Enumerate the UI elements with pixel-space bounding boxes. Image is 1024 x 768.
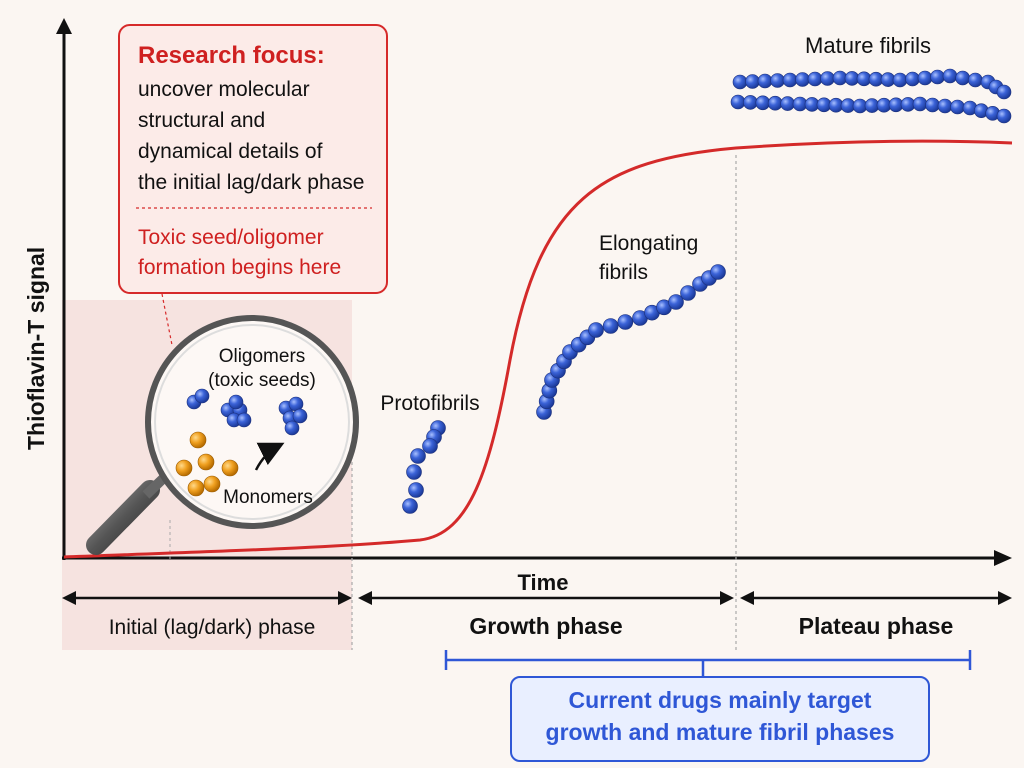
elongating-label-line-2: fibrils — [599, 261, 648, 284]
monomer-bead — [221, 459, 239, 477]
mature-fibril-bead — [755, 95, 771, 111]
mature-fibril-bead — [730, 94, 746, 110]
mature-fibril-bead — [968, 72, 983, 88]
mature-fibril-bead — [925, 97, 940, 113]
aggregation-curve — [63, 139, 1013, 559]
oligomer-bead — [228, 394, 244, 410]
elongating-fibril-bead — [602, 318, 619, 334]
callout-body-line-1: uncover molecular — [138, 78, 310, 101]
oligomers-label-line-1: Oligomers — [219, 346, 306, 367]
initial-phase-label: Initial (lag/dark) phase — [109, 616, 316, 639]
elongating-fibril-bead — [668, 294, 684, 310]
callout-heading: Research focus: — [138, 42, 325, 69]
protofibril-bead — [410, 448, 426, 464]
magnifier-icon — [86, 315, 359, 555]
drug-note-line-1: Current drugs mainly target — [569, 687, 872, 713]
elongating-fibril-bead — [680, 285, 696, 301]
plateau-phase-label: Plateau phase — [799, 613, 954, 639]
monomer-to-oligomer-arrow — [254, 442, 285, 471]
mature-fibril-bead — [996, 84, 1012, 100]
mature-fibrils-label: Mature fibrils — [805, 33, 931, 58]
oligomer-bead — [292, 408, 308, 424]
plateau-phase-arrow — [740, 591, 1012, 605]
mature-fibril-bead — [795, 72, 810, 87]
monomer-bead — [197, 453, 215, 471]
monomer-bead — [203, 475, 221, 493]
mature-fibril-bead — [820, 71, 835, 86]
protofibril-bead — [408, 482, 424, 498]
growth-phase-label: Growth phase — [469, 613, 622, 639]
monomer-bead — [187, 479, 205, 497]
callout-body-line-2: structural and — [138, 109, 265, 132]
mature-fibril-bead — [937, 98, 953, 114]
mature-fibril-bead — [780, 96, 795, 111]
elongating-label-line-1: Elongating — [599, 232, 698, 255]
callout-body-line-4: the initial lag/dark phase — [138, 171, 364, 194]
drug-note-line-2: growth and mature fibril phases — [546, 719, 895, 745]
mature-fibril-bead — [950, 99, 965, 115]
mature-fibril-bead — [917, 70, 933, 86]
protofibrils-label: Protofibrils — [380, 392, 479, 415]
mature-fibril-bead — [912, 96, 928, 112]
mature-fibril-bead — [767, 95, 783, 111]
oligomer-bead — [194, 388, 210, 404]
callout-highlight-line-2: formation begins here — [138, 256, 341, 279]
mature-fibril-bead — [955, 70, 970, 86]
oligomer-bead — [284, 420, 300, 436]
elongating-fibril-bead — [617, 314, 634, 330]
mature-fibril-bead — [757, 73, 773, 89]
monomers-label: Monomers — [223, 487, 313, 508]
mature-fibril-bead — [905, 71, 920, 87]
y-axis-arrowhead — [56, 18, 72, 34]
mature-fibril-bead — [996, 108, 1012, 124]
oligomer-beads — [186, 388, 308, 436]
research-focus-callout — [118, 24, 388, 294]
monomer-bead — [175, 459, 193, 477]
oligomers-label-line-2: (toxic seeds) — [208, 370, 316, 391]
callout-leader-line — [161, 293, 173, 346]
x-axis-label: Time — [518, 570, 569, 595]
mature-fibril-bead — [782, 72, 798, 88]
growth-phase-arrow — [358, 591, 734, 605]
protofibril-beads — [402, 420, 446, 514]
mature-fibril-bead — [743, 95, 758, 110]
mature-fibril-bead — [942, 68, 958, 84]
drug-target-bracket — [444, 650, 972, 676]
x-axis-arrowhead — [994, 550, 1012, 566]
oligomer-bead — [236, 412, 252, 428]
mature-fibril-bead — [770, 73, 785, 88]
mature-fibril-beads — [730, 68, 1012, 124]
callout-highlight-line-1: Toxic seed/oligomer — [138, 226, 324, 249]
mature-fibril-bead — [892, 72, 908, 88]
drug-target-note-box — [510, 676, 930, 762]
mature-fibril-bead — [732, 74, 748, 90]
protofibril-bead — [402, 498, 418, 514]
mature-fibril-bead — [930, 69, 945, 85]
elongating-fibril-bead — [588, 322, 604, 338]
elongating-fibril-bead — [710, 264, 726, 280]
initial-phase-arrow — [62, 591, 352, 605]
protofibril-bead — [406, 464, 422, 480]
monomer-beads — [175, 431, 239, 497]
callout-body-line-3: dynamical details of — [138, 140, 323, 163]
mature-fibril-bead — [807, 71, 823, 87]
monomer-bead — [189, 431, 207, 449]
protofibril-bead — [422, 438, 438, 454]
elongating-fibril-beads — [536, 264, 726, 420]
mature-fibril-bead — [745, 74, 760, 89]
y-axis-label: Thioflavin-T signal — [23, 247, 49, 450]
